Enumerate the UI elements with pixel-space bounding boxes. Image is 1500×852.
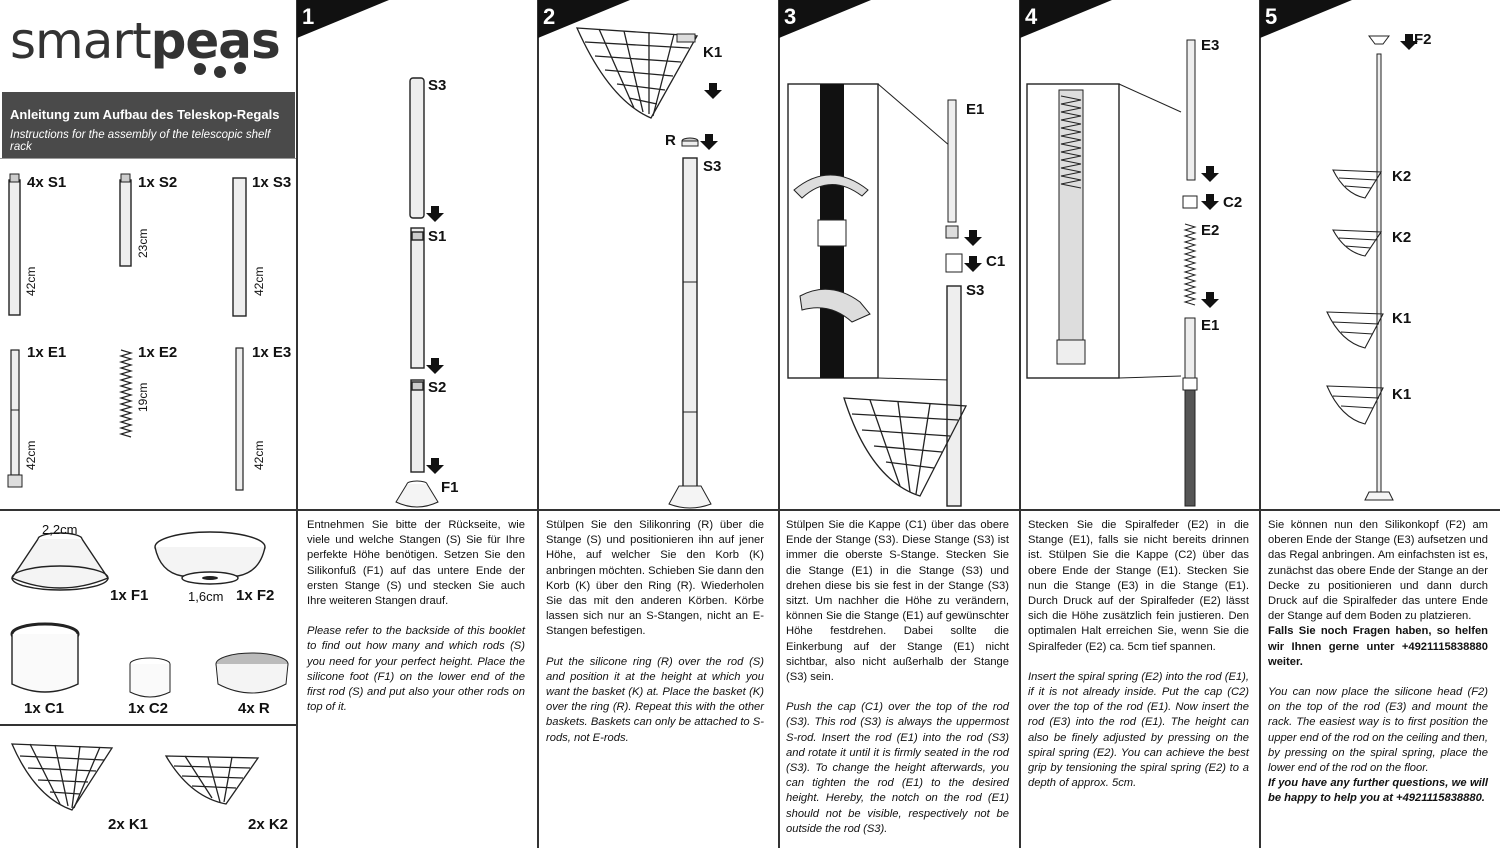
step-5-label-f2: F2 [1414, 31, 1432, 48]
step-5-tab [1260, 0, 1352, 38]
part-k2-label: 2x K2 [248, 816, 289, 833]
step-5-label-k2: K2 [1392, 229, 1412, 246]
part-s3-length: 42cm [252, 266, 266, 296]
rods-parts-illustration [7, 173, 247, 491]
part-e1-length: 42cm [24, 440, 38, 470]
step-3-text-en: Push the cap (C1) over the top of the ro… [786, 701, 1009, 835]
step-5-text-de: Sie können nun den Silikonkopf (F2) am o… [1268, 519, 1488, 623]
step-3-instructions: Stülpen Sie die Kappe (C1) über das ober… [786, 518, 1009, 852]
column-divider [1259, 0, 1261, 848]
step-2-label-s3: S3 [703, 158, 722, 175]
part-s2-length: 23cm [136, 228, 150, 258]
step-1-number: 1 [302, 4, 315, 29]
step-4-tab [1020, 0, 1112, 38]
title-box: Anleitung zum Aufbau des Teleskop-Regals… [2, 92, 295, 158]
step-4-text-de: Stecken Sie die Spiralfeder (E2) in die … [1028, 519, 1249, 653]
step-5-label-k1: K1 [1392, 310, 1412, 327]
step-1-text-en: Please refer to the backside of this boo… [307, 625, 525, 714]
step-1-label-s1: S1 [428, 228, 447, 245]
step-1-text-de: Entnehmen Sie bitte der Rückseite, wie v… [307, 519, 525, 608]
step-2-label-k1: K1 [703, 44, 723, 61]
part-s1-length: 42cm [24, 266, 38, 296]
part-s3-label: 1x S3 [252, 174, 292, 191]
part-e3-length: 42cm [252, 440, 266, 470]
step-2-number: 2 [543, 4, 556, 29]
step-1-label-s3: S3 [428, 77, 447, 94]
step-5-contact-de: Falls Sie noch Fragen haben, so helfen w… [1268, 625, 1488, 668]
step-5-label-k1: K1 [1392, 386, 1412, 403]
part-e1-label: 1x E1 [27, 344, 67, 361]
title-en: Instructions for the assembly of the tel… [10, 129, 271, 153]
step-4-instructions: Stecken Sie die Spiralfeder (E2) in die … [1028, 518, 1249, 806]
part-s1-label: 4x S1 [27, 174, 67, 191]
step-4-illustration [1026, 39, 1219, 507]
step-4-label-e2: E2 [1201, 222, 1220, 239]
step-3-tab [779, 0, 871, 38]
accessories-parts-illustration [10, 531, 289, 811]
column-divider [778, 0, 780, 848]
step-4-label-e1: E1 [1201, 317, 1220, 334]
part-e2-length: 19cm [136, 382, 150, 412]
column-divider [296, 0, 298, 848]
step-2-instructions: Stülpen Sie den Silikonring (R) über die… [546, 518, 764, 761]
step-2-tab [538, 0, 630, 38]
step-5-text-en: You can now place the silicone head (F2)… [1268, 686, 1488, 775]
step-3-illustration [787, 83, 982, 507]
step-2-text-en: Put the silicone ring (R) over the rod (… [546, 655, 764, 744]
step-2-text-de: Stülpen Sie den Silikonring (R) über die… [546, 519, 764, 638]
step-3-number: 3 [784, 4, 797, 29]
step-5-number: 5 [1265, 4, 1278, 29]
step-3-label-c1: C1 [986, 253, 1006, 270]
part-e3-label: 1x E3 [252, 344, 292, 361]
logo-dots-icon [194, 62, 246, 78]
step-3-label-s3: S3 [966, 282, 985, 299]
step-2-label-r: R [665, 132, 676, 149]
step-1-instructions: Entnehmen Sie bitte der Rückseite, wie v… [307, 518, 525, 730]
step-3-label-e1: E1 [966, 101, 985, 118]
part-c2-label: 1x C2 [128, 700, 169, 717]
step-4-label-e3: E3 [1201, 37, 1220, 54]
part-f1-dim: 2,2cm [42, 522, 78, 537]
part-f2-dim: 1,6cm [188, 589, 224, 604]
step-4-text-en: Insert the spiral spring (E2) into the r… [1028, 670, 1249, 790]
step-5-contact-en: If you have any further questions, we wi… [1268, 777, 1488, 805]
step-4-number: 4 [1025, 4, 1038, 29]
row-divider [0, 509, 1500, 511]
step-1-tab [297, 0, 389, 38]
step-5-illustration [1326, 34, 1418, 501]
part-k1-label: 2x K1 [108, 816, 149, 833]
step-5-instructions: Sie können nun den Silikonkopf (F2) am o… [1268, 518, 1488, 822]
part-f2-label: 1x F2 [236, 587, 275, 604]
title-de: Anleitung zum Aufbau des Teleskop-Regals [10, 107, 280, 122]
step-1-label-f1: F1 [441, 479, 459, 496]
column-divider [1019, 0, 1021, 848]
row-divider [0, 724, 296, 726]
step-1-illustration [395, 77, 444, 508]
step-2-illustration [575, 27, 722, 509]
brand-logo: smartpeas [10, 12, 281, 70]
part-r-label: 4x R [238, 700, 270, 717]
part-e2-label: 1x E2 [138, 344, 178, 361]
row-divider [0, 158, 296, 159]
step-4-label-c2: C2 [1223, 194, 1243, 211]
step-5-label-k2: K2 [1392, 168, 1412, 185]
part-s2-label: 1x S2 [138, 174, 178, 191]
step-3-text-de: Stülpen Sie die Kappe (C1) über das ober… [786, 519, 1009, 684]
part-c1-label: 1x C1 [24, 700, 65, 717]
column-divider [537, 0, 539, 848]
step-1-label-s2: S2 [428, 379, 447, 396]
part-f1-label: 1x F1 [110, 587, 149, 604]
